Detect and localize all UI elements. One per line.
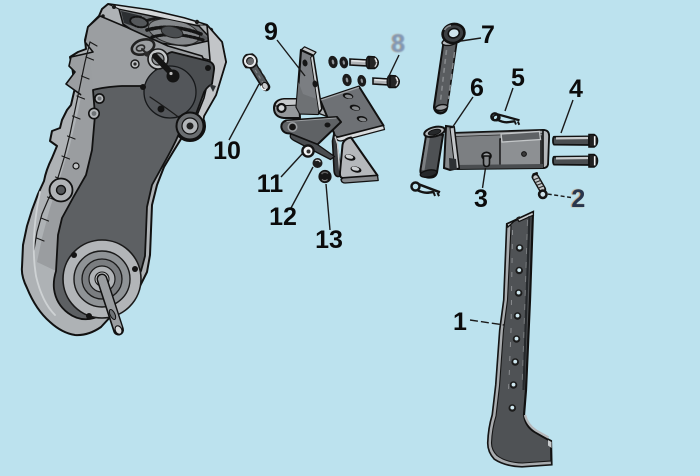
svg-text:13: 13: [315, 226, 343, 254]
svg-text:6: 6: [470, 74, 484, 102]
svg-text:3: 3: [474, 185, 488, 213]
svg-text:2: 2: [571, 185, 585, 213]
svg-text:4: 4: [569, 75, 583, 103]
svg-text:1: 1: [453, 308, 467, 336]
svg-text:11: 11: [257, 170, 284, 198]
svg-text:9: 9: [264, 18, 278, 46]
svg-text:12: 12: [269, 203, 297, 231]
svg-text:7: 7: [481, 21, 495, 49]
svg-text:8: 8: [392, 30, 406, 58]
svg-text:8: 8: [391, 30, 405, 58]
svg-text:2: 2: [570, 185, 584, 213]
svg-text:10: 10: [213, 137, 241, 165]
svg-text:5: 5: [511, 64, 525, 92]
